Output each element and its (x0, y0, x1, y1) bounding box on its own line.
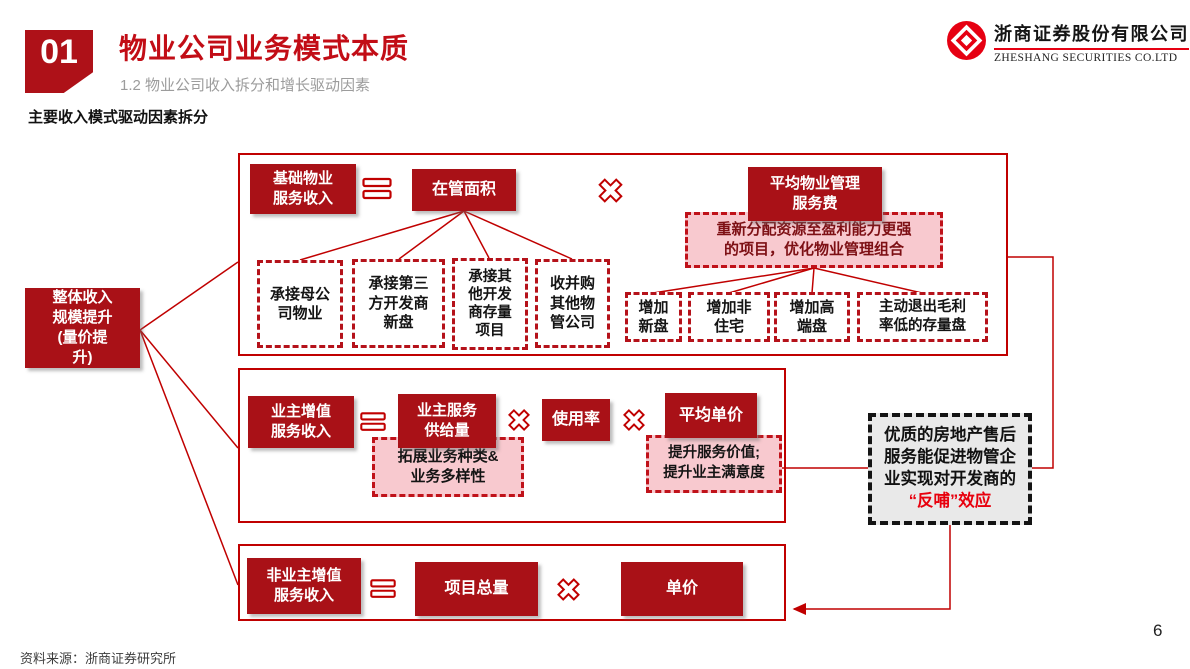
row3-factor1-box: 项目总量 (415, 562, 538, 616)
feedback-effect-callout: 优质的房地产售后 服务能促进物管企 业实现对开发商的 “反哺”效应 (868, 413, 1032, 525)
chapter-number: 01 (40, 33, 78, 71)
logo-company-name-en: ZHESHANG SECURITIES CO.LTD (994, 52, 1178, 64)
fan-overall-to-row2 (139, 329, 239, 449)
row2-frame (238, 368, 786, 523)
multiply-icon (508, 409, 530, 431)
row3-result-box: 非业主增值 服务收入 (247, 558, 361, 614)
row1-driver-box: 承接母公 司物业 (257, 260, 343, 348)
equals-icon (360, 412, 386, 431)
connector-callout-to-row3 (792, 525, 951, 615)
row1-driver-box: 收并购 其他物 管公司 (535, 259, 610, 348)
row3-frame (238, 544, 786, 621)
page-number: 6 (1153, 621, 1163, 640)
multiply-icon (623, 409, 645, 431)
row1-factor2-box: 平均物业管理 服务费 (748, 167, 882, 221)
row2-factor1-box: 业主服务 供给量 (398, 394, 496, 448)
page-title: 物业公司业务模式本质 (119, 33, 410, 64)
overall-revenue-box: 整体收入 规模提升 (量价提 升) (25, 288, 140, 368)
multiply-icon (598, 178, 623, 203)
row1-fee-driver-box: 增加非 住宅 (688, 292, 770, 342)
row2-factor3-note: 提升服务价值; 提升业主满意度 (646, 435, 782, 493)
logo-company-name-cn: 浙商证券股份有限公司 (994, 20, 1189, 50)
multiply-icon (557, 578, 580, 601)
row2-factor2-box: 使用率 (542, 399, 610, 441)
callout-text: 优质的房地产售后 服务能促进物管企 业实现对开发商的 (884, 426, 1016, 488)
chapter-badge: 01 (25, 30, 93, 93)
row2-result-box: 业主增值 服务收入 (248, 396, 354, 448)
company-logo: 浙商证券股份有限公司 ZHESHANG SECURITIES CO.LTD (946, 20, 1189, 64)
fan-overall-to-row1 (139, 261, 239, 331)
source-note: 资料来源：浙商证券研究所 (20, 651, 177, 666)
row1-fee-driver-box: 增加 新盘 (625, 292, 682, 342)
equals-icon (362, 177, 392, 200)
row2-factor3-box: 平均单价 (665, 393, 757, 438)
row3-factor2-box: 单价 (621, 562, 743, 616)
fan-overall-to-row3 (139, 329, 239, 586)
row1-frame (238, 153, 1008, 356)
equals-icon (370, 579, 396, 598)
row1-driver-box: 承接第三 方开发商 新盘 (352, 259, 445, 348)
row1-factor1-box: 在管面积 (412, 169, 516, 211)
row1-driver-box: 承接其 他开发 商存量 项目 (452, 258, 528, 350)
row1-fee-driver-box: 主动退出毛利 率低的存量盘 (857, 292, 988, 342)
callout-highlight: “反哺”效应 (908, 491, 992, 510)
page-subtitle: 1.2 物业公司收入拆分和增长驱动因素 (120, 77, 371, 94)
zheshang-logo-icon (947, 21, 986, 60)
section-label: 主要收入模式驱动因素拆分 (28, 109, 209, 126)
row1-fee-driver-box: 增加高 端盘 (774, 292, 850, 342)
row1-result-box: 基础物业 服务收入 (250, 164, 356, 214)
